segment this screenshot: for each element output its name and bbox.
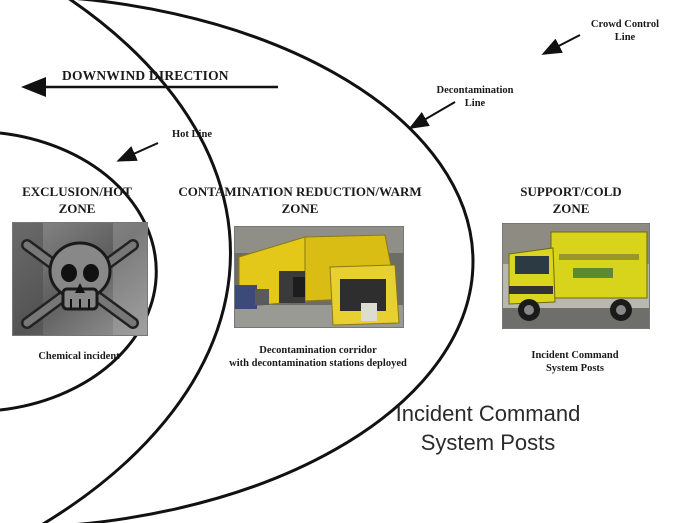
contamination-zone-caption: Decontamination corridor with decontamin… [190,344,446,370]
crowd-control-line-label-1: Crowd Control [590,19,660,30]
support-zone-title: SUPPORT/COLD ZONE [496,183,646,217]
contamination-zone-title-2: ZONE [281,201,319,216]
decontamination-line-label-1: Decontamination [436,85,514,96]
crowd-control-line-arc [41,0,232,523]
contamination-zone-title: CONTAMINATION REDUCTION/WARM ZONE [160,183,440,217]
hot-line-pointer [116,142,159,162]
crowd-control-line-pointer [541,34,581,55]
incident-command-label-1: Incident Command [395,401,581,426]
exclusion-zone-title: EXCLUSION/HOT ZONE [2,183,152,217]
hot-line-arc [0,131,158,412]
exclusion-zone-caption: Chemical incident [38,351,120,362]
exclusion-zone-title-2: ZONE [58,201,96,216]
decontamination-tent-icon [234,226,404,328]
hot-line-label: Hot Line [172,129,212,140]
support-zone-title-2: ZONE [552,201,590,216]
exclusion-zone-title-1: EXCLUSION/HOT [22,184,132,199]
downwind-direction-label: DOWNWIND DIRECTION [62,68,229,83]
support-zone-title-1: SUPPORT/COLD [520,184,622,199]
crowd-control-line-label: Crowd Control Line [570,18,680,44]
decontamination-line-label-2: Line [464,98,486,109]
decontamination-line-arc [75,0,475,523]
command-truck-icon [502,223,650,329]
contamination-zone-caption-2: with decontamination stations deployed [229,358,407,369]
decontamination-line-label: Decontamination Line [420,84,530,110]
crowd-control-line-label-2: Line [614,32,636,43]
support-zone-caption-2: System Posts [545,363,605,374]
incident-command-label: Incident Command System Posts [372,399,604,457]
support-zone-caption-1: Incident Command [531,350,619,361]
decontamination-line-pointer [408,101,456,130]
support-zone-caption: Incident Command System Posts [500,349,650,375]
incident-command-label-2: System Posts [420,430,556,455]
contamination-zone-title-1: CONTAMINATION REDUCTION/WARM [178,184,422,199]
skull-and-crossbones-icon [12,222,148,336]
contamination-zone-caption-1: Decontamination corridor [259,345,377,356]
